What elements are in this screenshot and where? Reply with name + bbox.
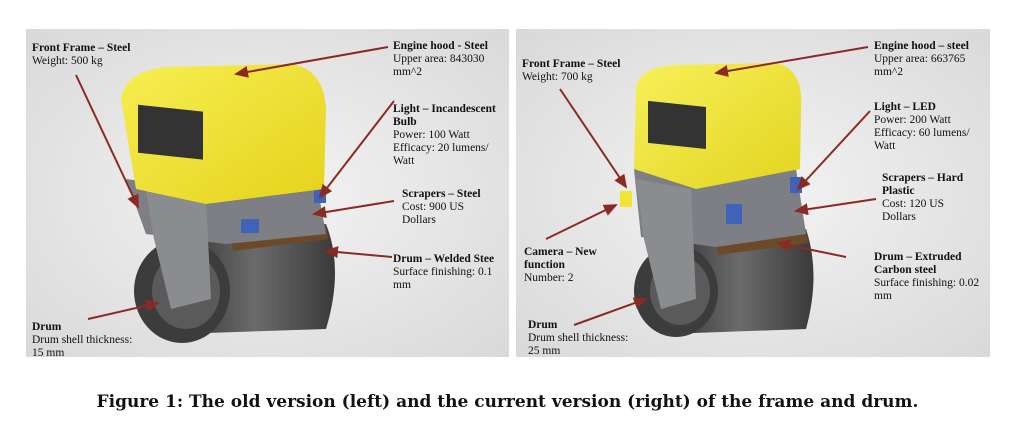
scrapers-cost: Cost: 120 US (882, 198, 944, 210)
drum-title: Drum (528, 319, 558, 331)
frame-side (636, 179, 696, 309)
drum-label: Drum Drum shell thickness: 25 mm (528, 319, 628, 357)
side-marker (726, 204, 742, 224)
light-power: Power: 100 Watt (393, 129, 470, 141)
light-efficacy-unit: Watt (393, 155, 415, 167)
engine-hood-label: Engine hood - Steel Upper area: 843030 m… (393, 40, 488, 79)
scrapers-title: Scrapers – Steel (402, 188, 481, 200)
leader-arrows (545, 46, 877, 326)
engine-hood-shape (121, 64, 326, 204)
leader-arrows (75, 46, 395, 320)
engine-hood-title: Engine hood - Steel (393, 40, 488, 52)
engine-hood-area: Upper area: 663765 (874, 53, 966, 65)
drum-surface-unit: mm (874, 290, 892, 302)
scrapers-title-line2: Plastic (882, 185, 915, 197)
camera-label: Camera – New function Number: 2 (524, 246, 597, 285)
drum-thickness-value: 15 mm (32, 347, 65, 357)
engine-hood-unit: mm^2 (874, 66, 904, 78)
engine-hood-unit: mm^2 (393, 66, 423, 78)
camera-number: Number: 2 (524, 272, 574, 284)
camera-title-line1: Camera – New (524, 246, 597, 258)
camera-title-line2: function (524, 259, 565, 271)
light-label: Light – LED Power: 200 Watt Efficacy: 60… (874, 101, 970, 153)
drum-surface-unit: mm (393, 279, 411, 291)
light-title-line1: Light – Incandescent (393, 103, 496, 115)
light-efficacy: Efficacy: 60 lumens/ (874, 127, 970, 139)
current-roller-illustration (516, 29, 990, 357)
engine-hood-label: Engine hood – steel Upper area: 663765 m… (874, 40, 969, 79)
scrapers-currency: Dollars (882, 211, 916, 223)
light-title: Light – LED (874, 101, 936, 113)
drum-title: Drum (32, 321, 62, 333)
front-frame-title: Front Frame – Steel (522, 58, 621, 70)
drum-label: Drum Drum shell thickness: 15 mm (32, 321, 132, 357)
engine-hood-area: Upper area: 843030 (393, 53, 485, 65)
light-power: Power: 200 Watt (874, 114, 951, 126)
front-frame-label: Front Frame – Steel Weight: 700 kg (522, 58, 620, 84)
light-title-line2: Bulb (393, 116, 417, 128)
engine-hood-title: Engine hood – steel (874, 40, 969, 52)
drum-material-title: Drum – Welded Stee (393, 253, 495, 265)
light-efficacy: Efficacy: 20 lumens/ (393, 142, 489, 154)
light-efficacy-unit: Watt (874, 140, 896, 152)
front-frame-weight: Weight: 500 kg (32, 55, 103, 67)
scrapers-title-line1: Scrapers – Hard (882, 172, 964, 184)
drum-thickness: Drum shell thickness: (528, 332, 629, 344)
scrapers-currency: Dollars (402, 214, 436, 226)
light-label: Light – Incandescent Bulb Power: 100 Wat… (393, 103, 496, 168)
drum-thickness-value: 25 mm (528, 345, 561, 357)
drum-material-label: Drum – Welded Stee Surface finishing: 0.… (393, 253, 494, 292)
drum-surface-finishing: Surface finishing: 0.1 (393, 266, 493, 278)
drum-material-title-line2: Carbon steel (874, 264, 937, 276)
camera-unit (620, 191, 632, 207)
hood-grille (648, 100, 706, 149)
scrapers-label: Scrapers – Hard Plastic Cost: 120 US Dol… (882, 172, 963, 224)
drum-material-title-line1: Drum – Extruded (874, 251, 962, 263)
front-frame-label: Front Frame – Steel Weight: 500 kg (32, 42, 130, 68)
old-version-image: Front Frame – Steel Weight: 500 kg Engin… (26, 29, 509, 357)
light-unit (790, 177, 802, 193)
drum-material-label: Drum – Extruded Carbon steel Surface fin… (874, 251, 979, 303)
front-frame-title: Front Frame – Steel (32, 42, 131, 54)
old-roller-illustration (26, 29, 509, 357)
drum-surface-finishing: Surface finishing: 0.02 (874, 277, 980, 289)
scrapers-label: Scrapers – Steel Cost: 900 US Dollars (402, 188, 481, 227)
front-frame-weight: Weight: 700 kg (522, 71, 593, 83)
drum-thickness: Drum shell thickness: (32, 334, 133, 346)
hood-grille (138, 104, 203, 160)
scrapers-cost: Cost: 900 US (402, 201, 464, 213)
current-version-image: Front Frame – Steel Weight: 700 kg Engin… (516, 29, 990, 357)
figure-caption: Figure 1: The old version (left) and the… (96, 392, 919, 412)
frame-side (146, 189, 211, 309)
engine-hood-shape (634, 63, 802, 189)
side-marker (241, 219, 259, 233)
